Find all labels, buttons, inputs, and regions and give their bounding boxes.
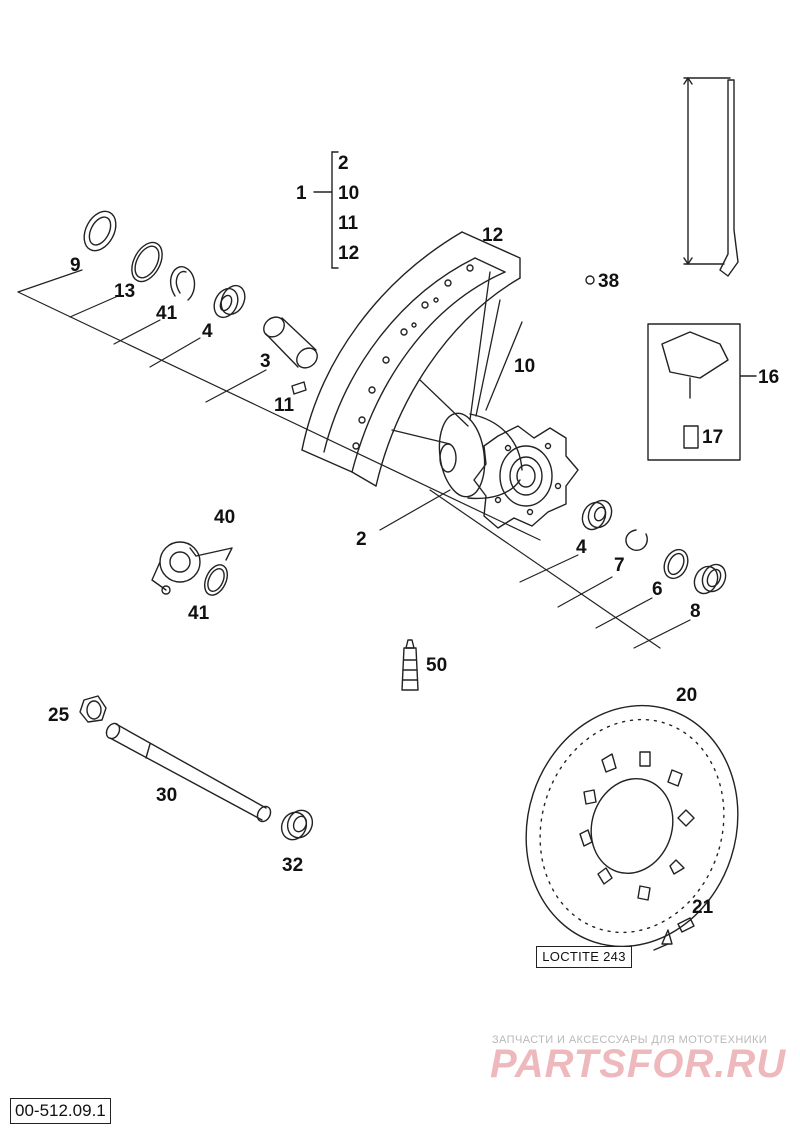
- part-rim-12: [301, 231, 521, 487]
- valve-group-box: [647, 323, 757, 461]
- part-seal-ring-9: [83, 210, 117, 252]
- part-o-ring-13: [131, 241, 163, 283]
- part-circlip-7: [625, 529, 648, 551]
- group-child-label: 10: [338, 183, 360, 204]
- callout-40: 40: [214, 507, 236, 528]
- callout-41: 41: [188, 603, 210, 624]
- part-bearing-4-upper: [213, 284, 246, 319]
- callout-4: 4: [576, 537, 587, 558]
- part-spacer-32: [280, 809, 314, 841]
- callout-6: 6: [652, 579, 663, 600]
- callout-10: 10: [514, 356, 536, 377]
- part-nipple-11: [291, 381, 307, 395]
- part-hub-2: [438, 412, 579, 529]
- callout-41: 41: [156, 303, 178, 324]
- part-screw-21: [653, 917, 695, 951]
- part-nut-38: [585, 275, 595, 285]
- leader-lines-lower: [379, 489, 691, 649]
- group-child-label: 12: [338, 243, 360, 264]
- callout-7: 7: [614, 555, 625, 576]
- callout-3: 3: [260, 351, 271, 372]
- part-axle-nut-25: [79, 695, 107, 723]
- part-spokes-10: [391, 271, 523, 445]
- callout-25: 25: [48, 705, 70, 726]
- part-speedo-drive-40: [151, 541, 233, 595]
- part-o-ring-6: [663, 548, 689, 580]
- callout-21: 21: [692, 897, 714, 918]
- spoke-length-tool: [683, 77, 739, 277]
- part-axle-30: [105, 722, 272, 823]
- loctite-label: LOCTITE 243: [536, 946, 632, 968]
- group-bracket: [313, 151, 339, 269]
- callout-30: 30: [156, 785, 178, 806]
- leader-lines-upper: [17, 269, 541, 541]
- group-parent-label: 1: [296, 183, 307, 204]
- callout-32: 32: [282, 855, 304, 876]
- callout-20: 20: [676, 685, 698, 706]
- group-child-label: 2: [338, 153, 349, 174]
- callout-12: 12: [482, 225, 504, 246]
- callout-2: 2: [356, 529, 367, 550]
- callout-11: 11: [274, 395, 295, 416]
- part-grease-50: [401, 639, 419, 691]
- part-circlip-41: [169, 266, 196, 301]
- reference-code: 00-512.09.1: [10, 1098, 111, 1124]
- callout-8: 8: [690, 601, 701, 622]
- part-bearing-4-lower: [581, 499, 613, 531]
- group-child-label: 11: [338, 213, 359, 234]
- part-brake-disc-20: [525, 704, 739, 948]
- callout-9: 9: [70, 255, 81, 276]
- watermark-tagline: ЗАПЧАСТИ И АКСЕССУАРЫ ДЛЯ МОТОТЕХНИКИ: [492, 1034, 768, 1046]
- callout-4: 4: [202, 321, 213, 342]
- part-spacer-3: [263, 316, 318, 369]
- callout-16: 16: [758, 367, 780, 388]
- callout-17: 17: [702, 427, 724, 448]
- callout-13: 13: [114, 281, 136, 302]
- callout-50: 50: [426, 655, 448, 676]
- part-circlip-41-lower: [203, 564, 229, 596]
- watermark-logo: PARTSFOR.RU: [490, 1042, 787, 1086]
- callout-38: 38: [598, 271, 620, 292]
- part-spacer-8: [693, 563, 727, 595]
